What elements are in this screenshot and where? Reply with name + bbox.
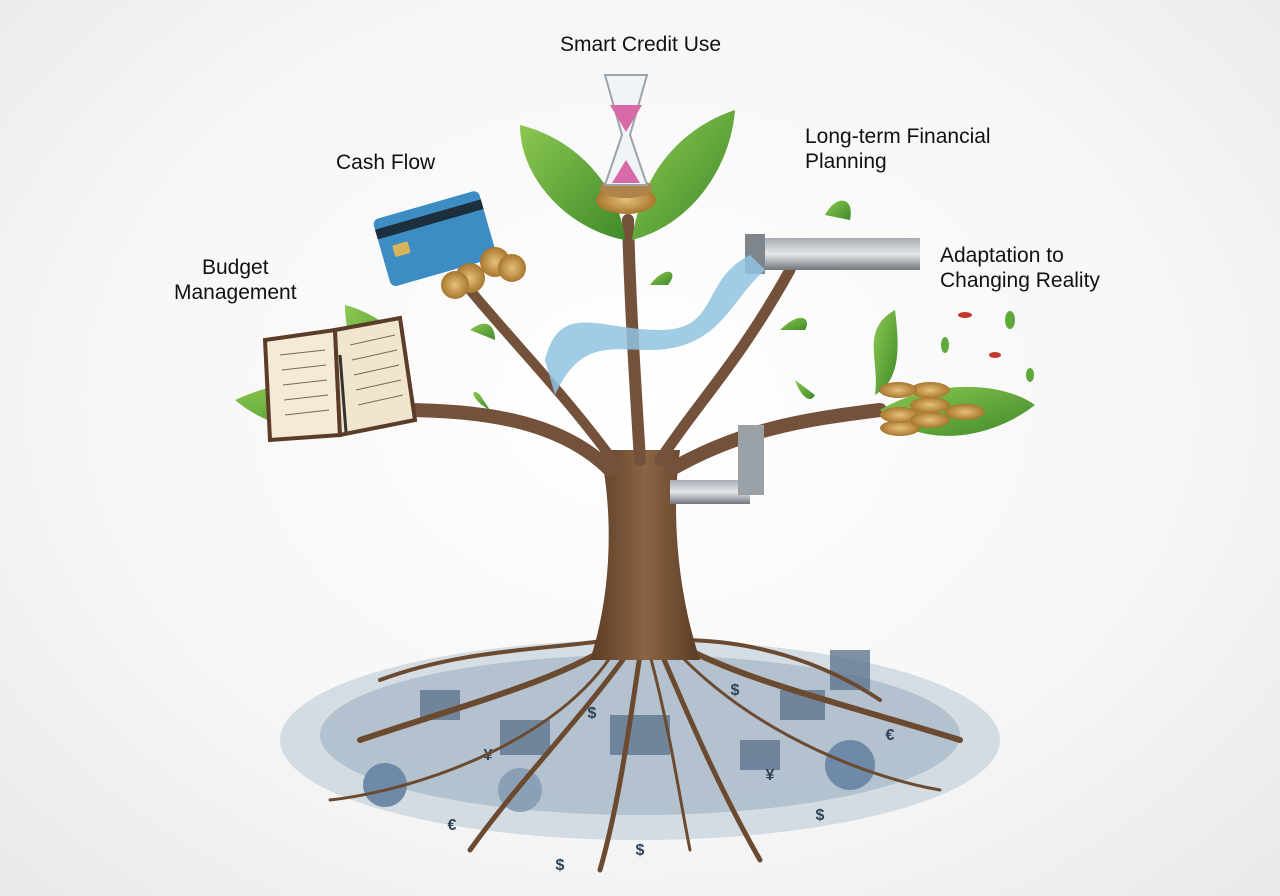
credit-card bbox=[373, 191, 496, 287]
label-line: Long-term Financial bbox=[805, 125, 991, 148]
svg-text:$: $ bbox=[556, 857, 565, 874]
label-line: Budget bbox=[202, 256, 269, 279]
svg-text:¥: ¥ bbox=[766, 767, 775, 784]
label-line: Adaptation to bbox=[940, 244, 1064, 267]
svg-text:€: € bbox=[886, 727, 895, 744]
label-line: Planning bbox=[805, 150, 887, 173]
svg-text:$: $ bbox=[636, 842, 645, 859]
tree-branches bbox=[393, 214, 887, 477]
label-smart-credit-use: Smart Credit Use bbox=[560, 33, 722, 56]
svg-text:$: $ bbox=[731, 682, 740, 699]
coin-stacks bbox=[441, 247, 985, 436]
svg-text:$: $ bbox=[816, 807, 825, 824]
label-line: Changing Reality bbox=[940, 269, 1100, 292]
label-budget-management: Budget Management bbox=[174, 255, 297, 305]
label-long-term-planning: Long-term Financial Planning bbox=[805, 124, 991, 174]
label-adaptation: Adaptation to Changing Reality bbox=[940, 243, 1100, 293]
svg-text:€: € bbox=[448, 817, 457, 834]
falling-leaves bbox=[941, 311, 1034, 382]
notebook bbox=[262, 315, 418, 443]
label-line: Management bbox=[174, 281, 297, 304]
svg-text:$: $ bbox=[588, 705, 597, 722]
label-cash-flow: Cash Flow bbox=[336, 151, 436, 174]
hourglass bbox=[596, 74, 656, 214]
water-stream bbox=[545, 255, 765, 395]
